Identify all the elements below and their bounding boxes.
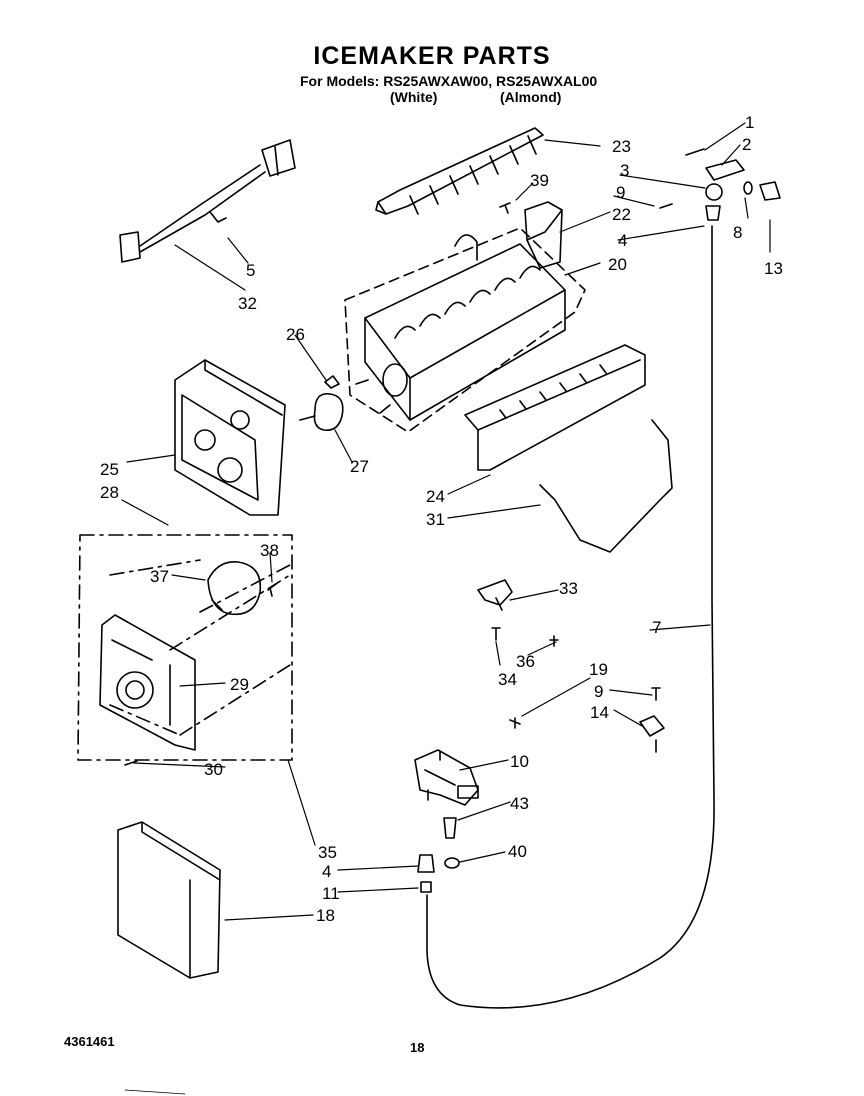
part-35-assembly-outline [77,534,293,761]
part-4-lower-inlet [417,854,435,873]
part-40-nut [444,857,460,869]
callout-34: 34 [498,670,517,689]
callout-29: 29 [230,675,249,694]
part-19-screw [509,717,521,729]
part-8-washer [743,181,753,195]
part-11-nut [420,881,432,893]
part-2-clamp [705,159,745,181]
part-10-water-valve [414,749,479,806]
callout-23: 23 [612,137,631,156]
part-43-fitting [443,817,457,839]
callout-4: 4 [322,862,331,881]
callout-37: 37 [150,567,169,586]
scan-artifact [124,1089,186,1095]
part-30-screw [124,760,138,766]
callout-3: 3 [620,161,629,180]
part-32-wire-harness [119,139,296,263]
callout-7: 7 [652,618,661,637]
callout-11: 11 [322,884,340,903]
callout-2: 2 [742,135,751,154]
part-23-ejector-blade [375,127,544,215]
doc-number: 4361461 [64,1034,115,1049]
part-14-clamp [639,715,665,753]
callout-20: 20 [608,255,627,274]
callout-4: 4 [618,231,627,250]
part-37-motor [207,561,262,616]
almond-label: (Almond) [500,89,562,105]
callout-31: 31 [426,510,445,529]
callout-8: 8 [733,223,742,242]
callout-27: 27 [350,457,369,476]
part-20-mold-outline [344,227,586,433]
part-31-shutoff-arm [539,419,673,553]
callout-10: 10 [510,752,529,771]
part-34-screw [491,627,501,641]
callout-9: 9 [594,682,603,701]
part-3-inlet-nut [705,183,723,201]
part-39-screw [499,202,511,214]
callout-32: 32 [238,294,257,313]
part-22-fill-cup [524,201,563,269]
callout-38: 38 [260,541,279,560]
callout-19: 19 [589,660,608,679]
page-number: 18 [410,1040,425,1055]
leader-lines [121,122,771,921]
part-4-upper-inlet [705,205,721,221]
callout-14: 14 [590,703,609,722]
part-26-clip [324,375,340,389]
callout-28: 28 [100,483,119,502]
part-1-screw [685,148,705,156]
part-36-screw [549,635,559,647]
callout-24: 24 [426,487,445,506]
part-20-ice-mold [355,234,566,421]
part-9-screw-lower [651,687,661,701]
callout-33: 33 [559,579,578,598]
models-line: For Models: RS25AWXAW00, RS25AWXAL00 [300,73,598,89]
part-9-screw-upper [659,203,673,209]
part-27-motor-gear [299,393,344,432]
callout-5: 5 [246,261,255,280]
callout-1: 1 [745,113,754,132]
callout-36: 36 [516,652,535,671]
white-label: (White) [390,89,438,105]
callout-26: 26 [286,325,305,344]
part-13-fitting [759,181,781,201]
callout-25: 25 [100,460,119,479]
part-7-water-tube [426,225,715,1009]
callout-22: 22 [612,205,631,224]
callout-40: 40 [508,842,527,861]
part-38-screw [267,583,277,597]
callout-13: 13 [764,259,783,278]
callout-9: 9 [616,183,625,202]
part-25-module-housing [174,359,286,516]
callout-43: 43 [510,794,529,813]
callout-35: 35 [318,843,337,862]
callout-18: 18 [316,906,335,925]
part-29-module-plate [99,614,196,751]
part-24-support-bracket [464,344,646,471]
part-18-front-cover [117,821,221,979]
part-33-bracket [477,579,513,611]
diagram-title: ICEMAKER PARTS [313,42,551,70]
callout-39: 39 [530,171,549,190]
callout-30: 30 [204,760,223,779]
